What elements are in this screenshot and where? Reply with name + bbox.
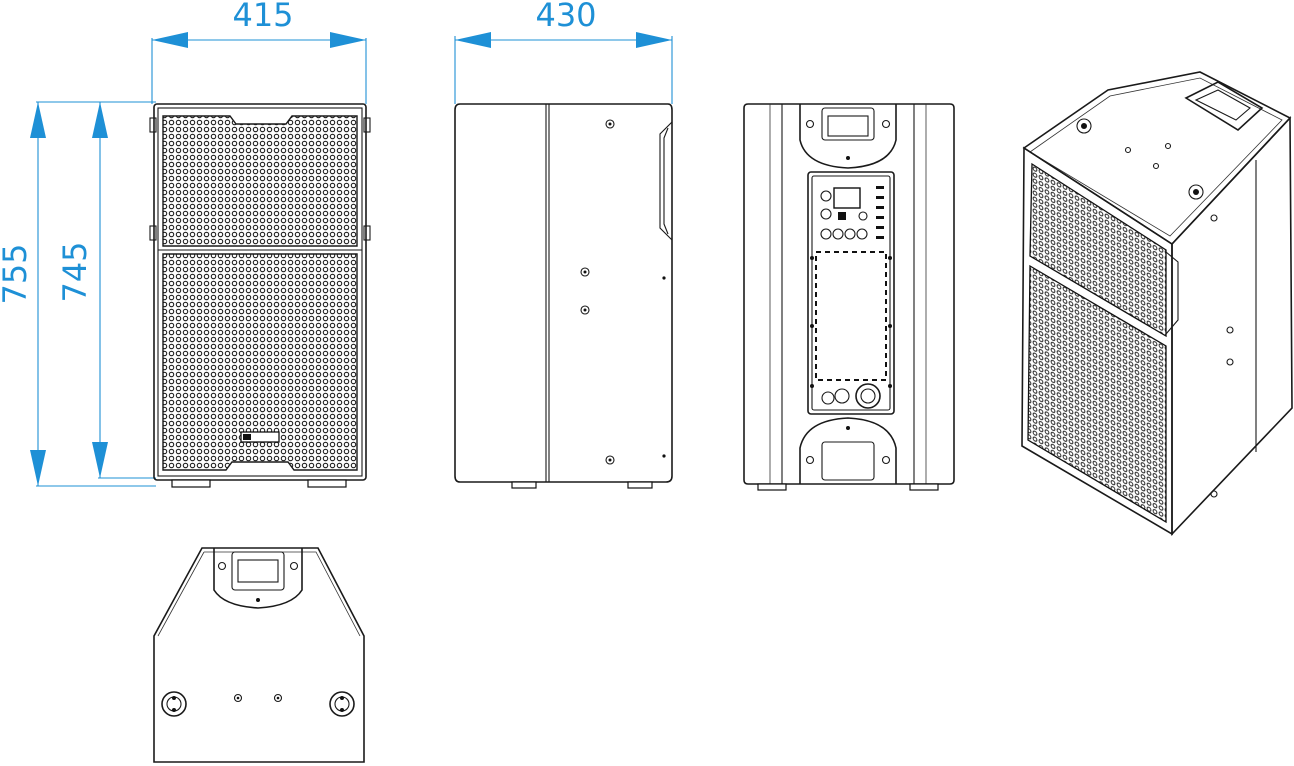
rear-top-handle <box>799 104 897 169</box>
front-lower-grille <box>162 253 358 471</box>
top-view-handle <box>213 548 303 609</box>
top-view <box>153 547 365 763</box>
top-view-outline <box>153 547 365 763</box>
top-view-socket-left <box>161 691 187 717</box>
dim-label-745: 745 <box>56 241 94 302</box>
dimension-width-front: 415 <box>151 0 367 104</box>
rear-display <box>833 187 861 209</box>
dimension-height-total: 755 <box>0 101 156 487</box>
rear-view <box>743 103 955 491</box>
top-view-socket-right <box>329 691 355 717</box>
front-view <box>149 103 371 488</box>
dim-label-415: 415 <box>232 0 293 34</box>
dim-label-430: 430 <box>535 0 596 34</box>
iso-lower-grille <box>1027 264 1167 524</box>
iso-upper-grille <box>1029 162 1167 338</box>
dimension-height-cabinet: 745 <box>56 102 156 479</box>
front-logo-badge <box>240 431 280 443</box>
front-foot-left <box>171 479 211 488</box>
front-upper-grille <box>162 115 358 247</box>
iso-right-face <box>1171 115 1293 536</box>
dimension-depth-side: 430 <box>454 0 673 104</box>
iso-top-handle <box>1184 81 1264 131</box>
side-view <box>454 103 673 489</box>
front-foot-right <box>307 479 347 488</box>
rear-amp-panel <box>807 171 895 415</box>
isometric-view <box>1021 71 1293 536</box>
dim-label-755: 755 <box>0 243 34 304</box>
rear-bottom-handle <box>799 417 897 484</box>
rear-power-connector <box>855 383 881 409</box>
